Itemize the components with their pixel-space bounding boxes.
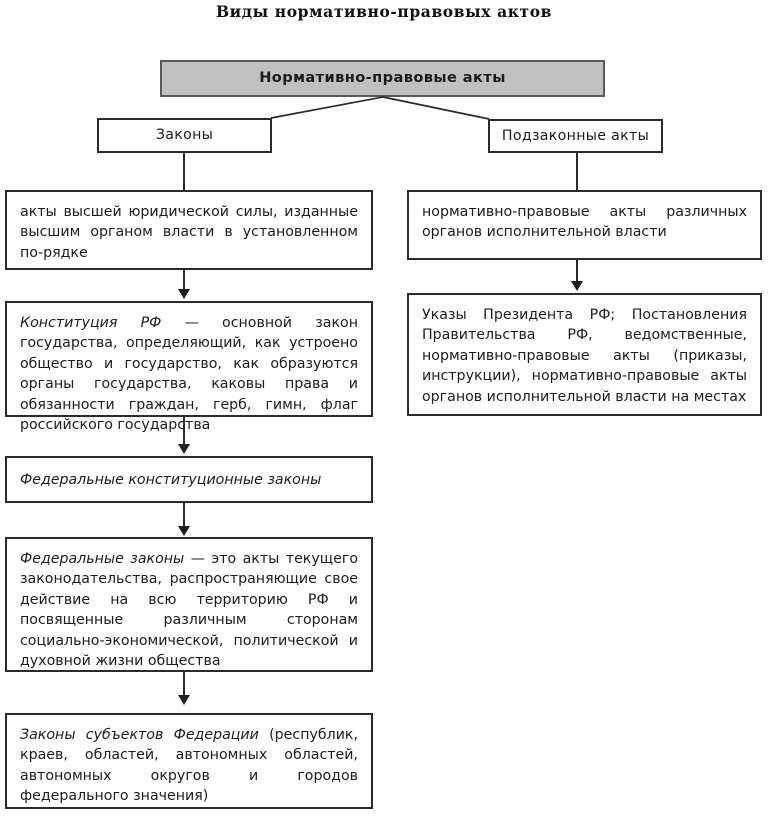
arrowhead-icon (178, 695, 190, 705)
node-laws-definition: акты высшей юридической силы, изданные в… (5, 190, 373, 270)
node-constitution-text: Конституция РФ — основной закон государс… (20, 313, 358, 435)
connector-bylaws-to-def (576, 153, 578, 190)
connector-constitution-to-fkz (183, 417, 185, 445)
node-federal-laws-rest: — это акты текущего законодательства, ра… (20, 551, 358, 670)
node-constitution-rest: — основной закон государства, определяющ… (20, 315, 358, 434)
connector-laws-to-def (183, 153, 185, 190)
node-branch-bylaws-label: Подзаконные акты (501, 127, 650, 144)
node-subject-laws-rest: (республик, краев, областей, автономных … (20, 727, 359, 805)
arrowhead-icon (178, 444, 190, 454)
node-subject-laws: Законы субъектов Федерации (республик, к… (5, 713, 373, 809)
node-federal-laws: Федеральные законы — это акты текущего з… (5, 537, 373, 672)
node-bylaws-examples-text: Указы Президента РФ; Постановления Прави… (422, 307, 747, 405)
node-branch-laws-label: Законы (155, 127, 214, 144)
node-federal-laws-text: Федеральные законы — это акты текущего з… (20, 549, 358, 671)
node-bylaws-definition: нормативно-правовые акты различных орган… (407, 190, 762, 260)
arrowhead-icon (178, 526, 190, 536)
node-laws-definition-text: акты высшей юридической силы, изданные в… (20, 204, 358, 261)
node-bylaws-examples: Указы Президента РФ; Постановления Прави… (407, 293, 762, 416)
node-root-label: Нормативно-правовые акты (259, 69, 506, 87)
node-federal-constitutional-laws: Федеральные конституционные законы (5, 456, 373, 503)
node-federal-laws-emphasis: Федеральные законы (20, 551, 185, 567)
node-branch-laws: Законы (97, 118, 272, 153)
node-constitution: Конституция РФ — основной закон государс… (5, 301, 373, 433)
arrowhead-icon (178, 289, 190, 299)
node-fkz-label: Федеральные конституционные законы (20, 472, 322, 489)
node-branch-bylaws: Подзаконные акты (488, 119, 663, 153)
node-bylaws-definition-text: нормативно-правовые акты различных орган… (422, 204, 747, 241)
connector-fz-to-subjects (183, 672, 185, 696)
connector-bylaws-def-to-examples (576, 260, 578, 282)
node-subject-laws-emphasis: Законы субъектов Федерации (20, 727, 259, 743)
node-subject-laws-text: Законы субъектов Федерации (республик, к… (20, 725, 358, 807)
arrowhead-icon (571, 281, 583, 291)
connector-fkz-to-fz (183, 503, 185, 527)
node-constitution-emphasis: Конституция РФ (20, 315, 162, 331)
page-title: Виды нормативно-правовых актов (215, 2, 553, 21)
connector-def-to-constitution (183, 270, 185, 291)
node-root-normative-acts: Нормативно-правовые акты (160, 60, 605, 97)
